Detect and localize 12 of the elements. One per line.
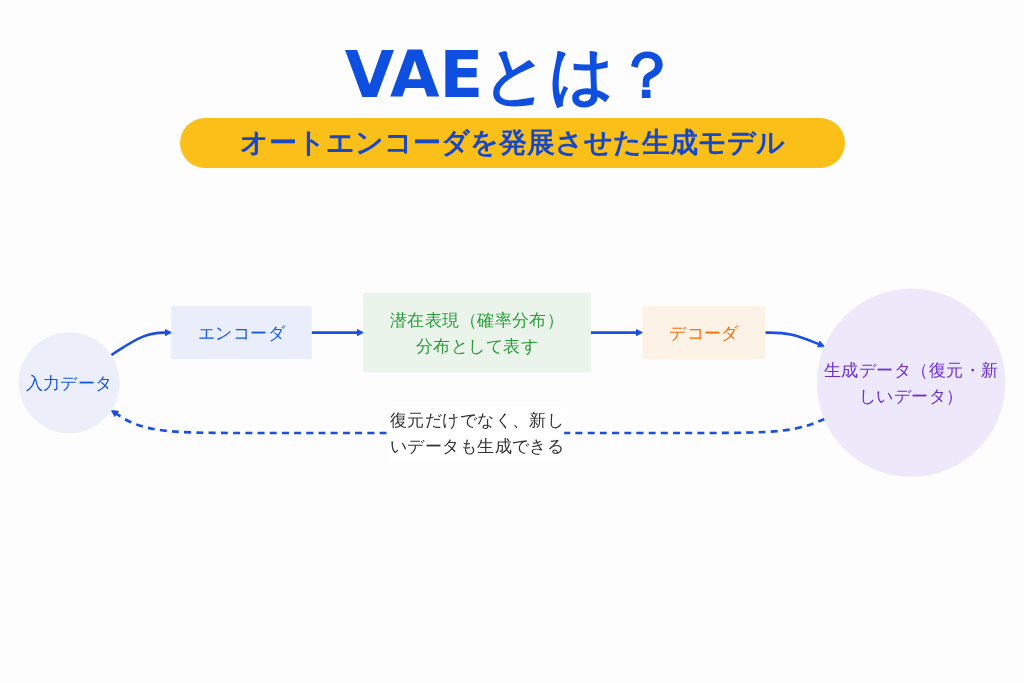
arrow [765,330,825,348]
arrow [311,328,364,337]
node-circle: 生成データ（復元・新しいデータ） [816,288,1006,477]
subtitle-banner: オートエンコーダを発展させた生成モデル [179,118,845,169]
arrow [110,328,173,356]
title: VAEとは？ [343,40,681,111]
edge-label: 復元だけでなく、新しいデータも生成できる [389,409,565,457]
node-box: 潜在表現（確率分布） 分布として表す [363,292,591,372]
node-box: エンコーダ [171,305,312,359]
node-circle: 入力データ [18,331,120,433]
node-box: デコーダ [642,305,766,359]
arrow [590,328,644,337]
